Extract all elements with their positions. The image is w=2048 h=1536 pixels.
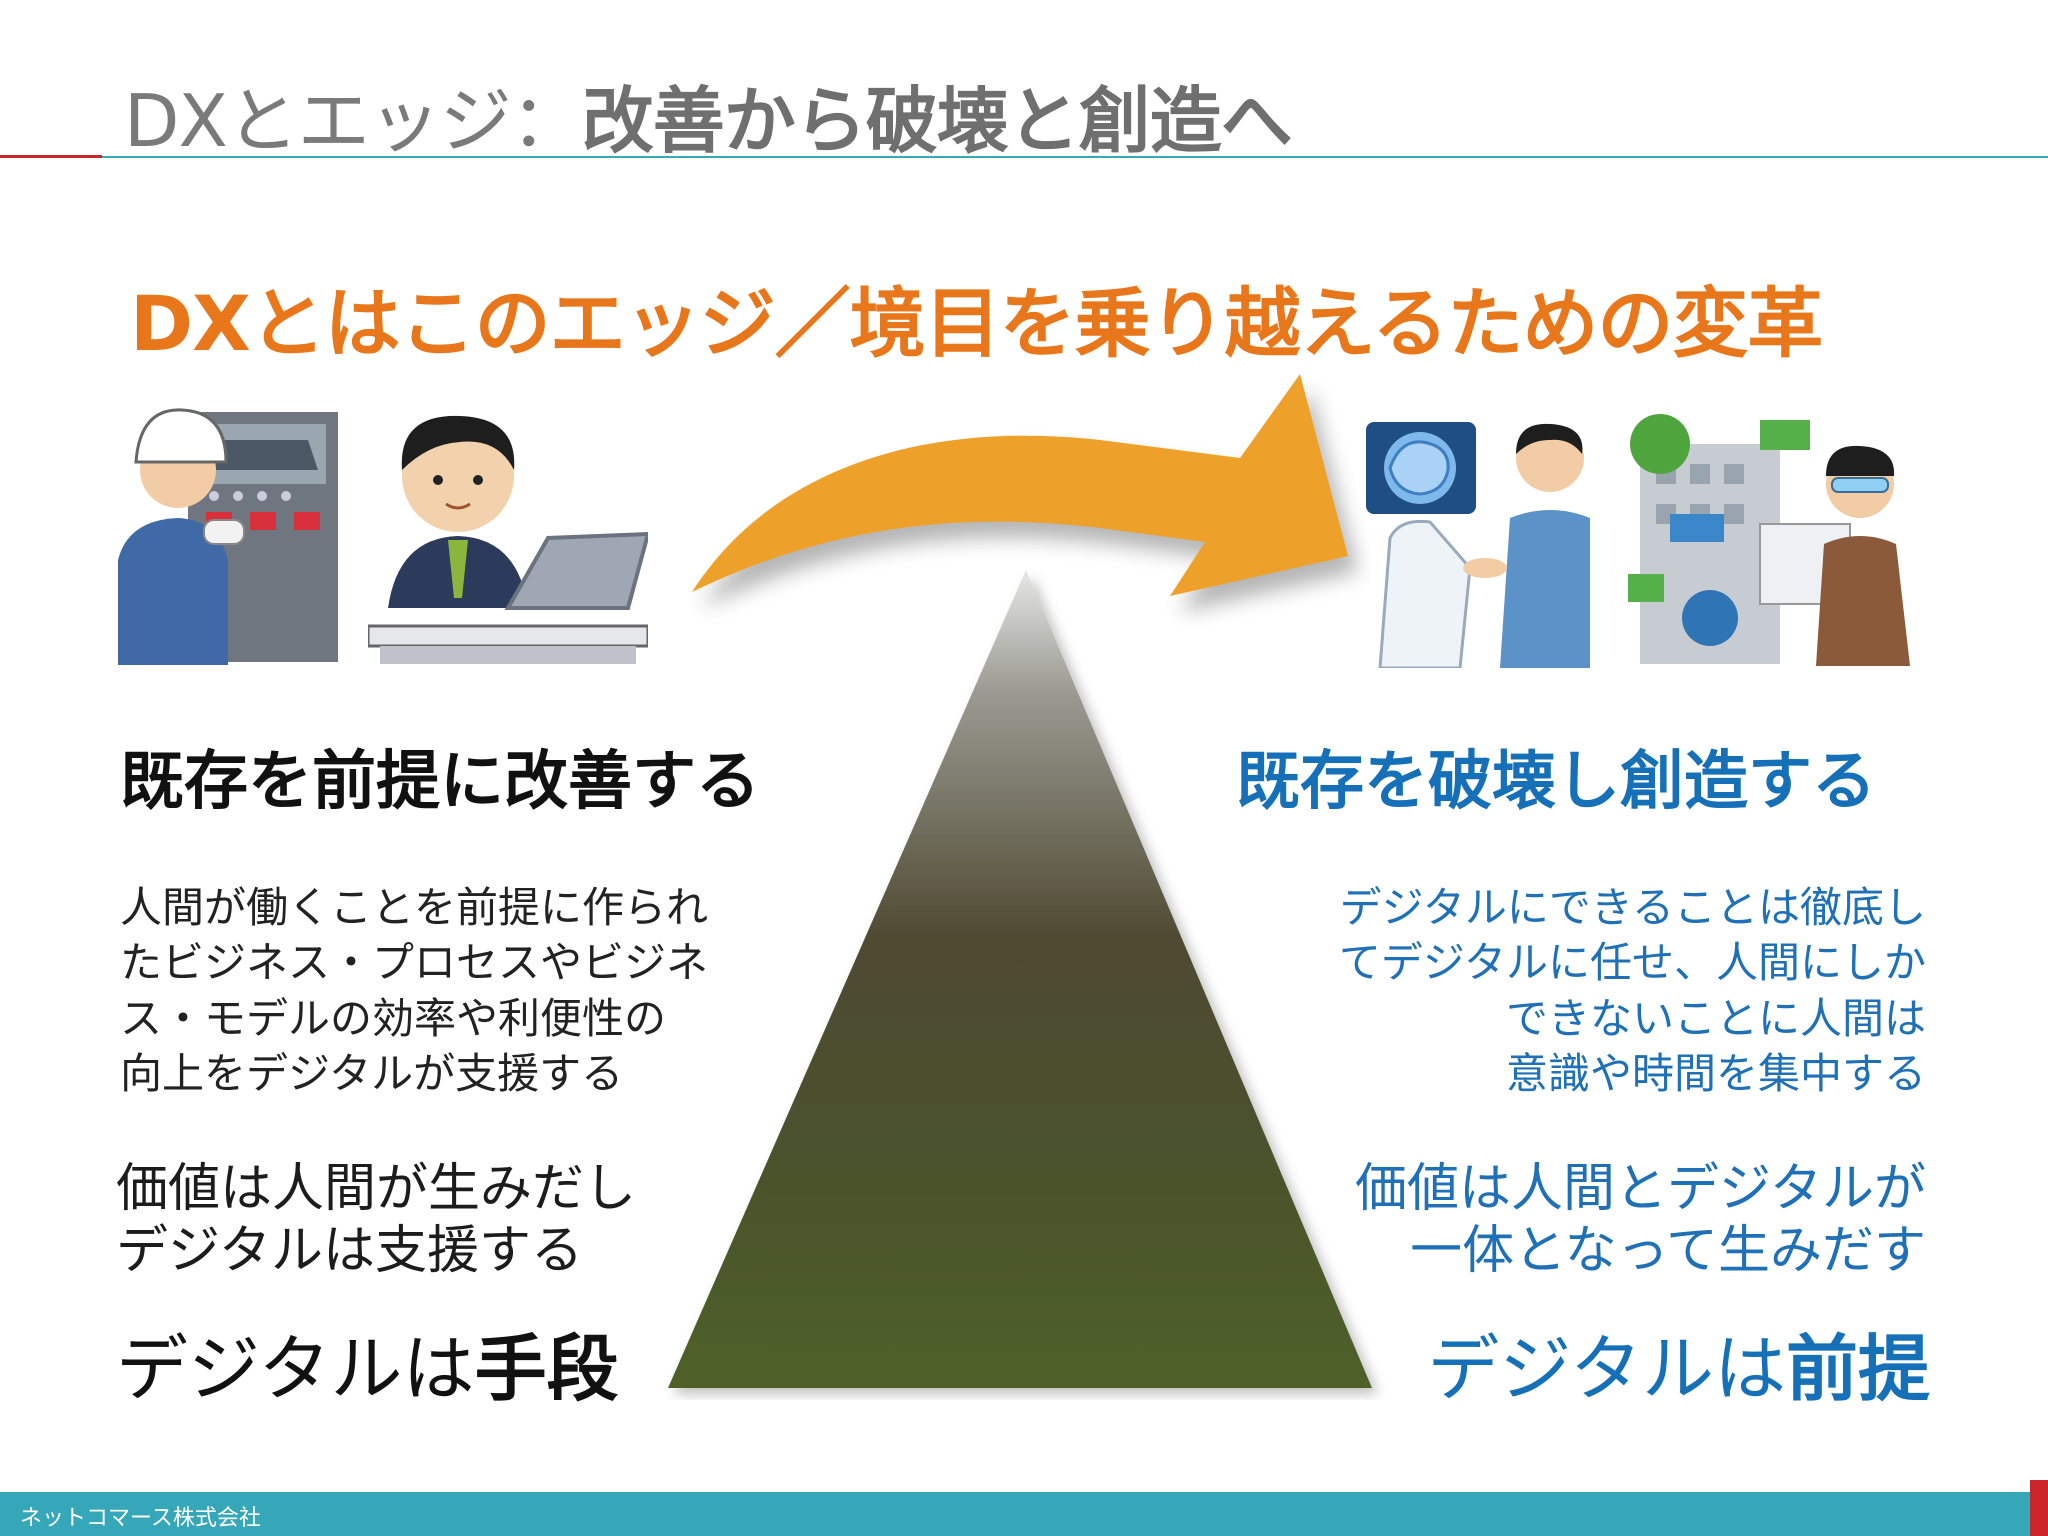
left-body-line: 向上をデジタルが支援する — [120, 1049, 624, 1099]
title-main: 改善から破壊と創造へ — [581, 79, 1293, 163]
footer-accent — [2030, 1480, 2048, 1536]
footer-bar — [0, 1492, 2030, 1536]
right-conclusion-prefix: デジタルは — [1427, 1327, 1786, 1411]
title-rule-accent — [0, 155, 102, 158]
smart-city-illustration — [1628, 414, 1910, 666]
curved-arrow-icon — [692, 374, 1358, 612]
left-body-line: 人間が働くことを前提に作られ — [120, 883, 709, 932]
headline: DXとはこのエッジ／境目を乗り越えるための変革 — [130, 279, 1823, 368]
left-value-line: 価値は人間が生みだし — [116, 1159, 637, 1219]
slide-title: DXとエッジ：改善から破壊と創造へ — [124, 62, 1293, 167]
peak-triangle — [668, 570, 1372, 1388]
left-conclusion: デジタルは手段 — [116, 1310, 619, 1415]
right-value-line: 価値は人間とデジタルが — [1355, 1159, 1926, 1219]
right-body: デジタルにできることは徹底し てデジタルに任せ、人間にしか できないことに人間は… — [1226, 880, 1926, 1102]
right-heading: 既存を破壊し創造する — [1236, 745, 1876, 819]
left-conclusion-emphasis: 手段 — [474, 1327, 619, 1411]
right-conclusion: デジタルは前提 — [1427, 1310, 1930, 1415]
right-body-line: デジタルにできることは徹底し — [1339, 883, 1926, 932]
right-value: 価値は人間とデジタルが 一体となって生みだす — [1355, 1158, 1926, 1283]
title-rule — [102, 156, 2048, 158]
robot-handshake-illustration — [1366, 422, 1590, 668]
right-body-line: てデジタルに任せ、人間にしか — [1338, 938, 1926, 988]
factory-worker-illustration — [118, 408, 338, 665]
right-body-line: 意識や時間を集中する — [1505, 1049, 1926, 1099]
left-conclusion-prefix: デジタルは — [116, 1327, 475, 1411]
left-value-line: デジタルは支援する — [116, 1221, 583, 1282]
right-body-line: できないことに人間は — [1505, 993, 1926, 1043]
left-heading: 既存を前提に改善する — [120, 745, 760, 819]
office-worker-illustration — [368, 415, 648, 664]
left-body: 人間が働くことを前提に作られ たビジネス・プロセスやビジネ ス・モデルの効率や利… — [120, 880, 780, 1102]
left-body-line: たビジネス・プロセスやビジネ — [120, 938, 709, 988]
left-value: 価値は人間が生みだし デジタルは支援する — [116, 1158, 636, 1283]
left-body-line: ス・モデルの効率や利便性の — [120, 993, 667, 1043]
right-value-line: 一体となって生みだす — [1410, 1221, 1926, 1282]
title-prefix: DXとエッジ： — [124, 79, 583, 163]
footer-company: ネットコマース株式会社 — [20, 1506, 261, 1531]
right-conclusion-emphasis: 前提 — [1785, 1327, 1930, 1411]
